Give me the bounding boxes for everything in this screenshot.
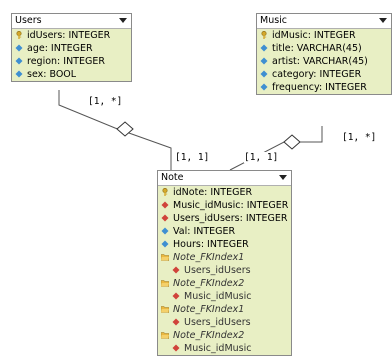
attribute-icon <box>260 83 268 91</box>
note-table[interactable]: Note idNote: INTEGER Music_idMusic: INTEG… <box>157 170 292 356</box>
foreign-key-icon <box>172 266 180 274</box>
field-row-text: Hours: INTEGER <box>173 239 249 250</box>
index-row-text: Note_FKIndex2 <box>173 278 245 289</box>
foreign-key-icon <box>161 214 169 222</box>
field-row[interactable]: idUsers: INTEGER <box>12 29 131 42</box>
users-table-header[interactable]: Users <box>12 14 131 29</box>
attribute-icon <box>260 57 268 65</box>
attribute-icon <box>161 240 169 248</box>
note-table-title: Note <box>161 172 184 183</box>
users-cardinality-label: [1, *] <box>88 96 123 107</box>
music-table-header[interactable]: Music <box>257 14 391 29</box>
music-table-title: Music <box>260 15 288 26</box>
index-column-row[interactable]: Music_idMusic <box>158 290 291 303</box>
field-row-text: category: INTEGER <box>272 69 362 80</box>
field-row-text: idMusic: INTEGER <box>272 30 356 41</box>
index-column-row[interactable]: Music_idMusic <box>158 342 291 355</box>
attribute-icon <box>161 227 169 235</box>
field-row-text: Users_idUsers: INTEGER (FK) <box>173 213 291 224</box>
foreign-key-icon <box>161 201 169 209</box>
foreign-key-icon <box>172 344 180 352</box>
index-row[interactable]: Note_FKIndex1 <box>158 303 291 316</box>
music-table[interactable]: Music idMusic: INTEGER title: VARCHAR(45)… <box>256 13 392 95</box>
field-row-text: title: VARCHAR(45) <box>272 43 362 54</box>
music-note-diamond <box>283 134 301 150</box>
field-row[interactable]: Val: INTEGER <box>158 225 291 238</box>
field-row-text: Music_idMusic: INTEGER (FK) <box>173 200 291 211</box>
index-folder-icon <box>161 332 169 339</box>
field-row[interactable]: artist: VARCHAR(45) <box>257 55 391 68</box>
users-table-title: Users <box>15 15 42 26</box>
index-column-row-text: Users_idUsers <box>184 265 251 276</box>
field-row[interactable]: category: INTEGER <box>257 68 391 81</box>
key-icon <box>261 31 267 39</box>
field-row[interactable]: region: INTEGER <box>12 55 131 68</box>
field-row-text: artist: VARCHAR(45) <box>272 56 368 67</box>
index-row-text: Note_FKIndex1 <box>173 304 245 315</box>
field-row-text: region: INTEGER <box>27 56 105 67</box>
collapse-arrow-icon[interactable] <box>279 175 287 180</box>
attribute-icon <box>260 44 268 52</box>
music-cardinality-label: [1, *] <box>342 132 377 143</box>
field-row-text: idNote: INTEGER <box>173 187 253 198</box>
field-row[interactable]: frequency: INTEGER <box>257 81 391 94</box>
foreign-key-icon <box>172 318 180 326</box>
collapse-arrow-icon[interactable] <box>119 18 127 23</box>
field-row[interactable]: Hours: INTEGER <box>158 238 291 251</box>
field-row[interactable]: idNote: INTEGER <box>158 186 291 199</box>
key-icon <box>16 31 22 39</box>
index-column-row-text: Users_idUsers <box>184 317 251 328</box>
field-row-text: Val: INTEGER <box>173 226 236 237</box>
note-table-header[interactable]: Note <box>158 171 291 186</box>
note-users-cardinality-label: [1, 1] <box>175 152 210 163</box>
music-fields: idMusic: INTEGER title: VARCHAR(45) artist… <box>257 29 391 94</box>
index-column-row[interactable]: Users_idUsers <box>158 264 291 277</box>
note-music-cardinality-label: [1, 1] <box>244 152 279 163</box>
field-row[interactable]: Users_idUsers: INTEGER (FK) <box>158 212 291 225</box>
foreign-key-icon <box>172 292 180 300</box>
index-column-row-text: Music_idMusic <box>184 343 252 354</box>
attribute-icon <box>15 57 23 65</box>
index-row[interactable]: Note_FKIndex1 <box>158 251 291 264</box>
attribute-icon <box>260 70 268 78</box>
users-note-connector <box>58 90 172 170</box>
index-folder-icon <box>161 306 169 313</box>
index-folder-icon <box>161 280 169 287</box>
index-column-row[interactable]: Users_idUsers <box>158 316 291 329</box>
attribute-icon <box>15 70 23 78</box>
users-table[interactable]: Users idUsers: INTEGER age: INTEGER region… <box>11 13 132 82</box>
index-column-row-text: Music_idMusic <box>184 291 252 302</box>
index-row-text: Note_FKIndex2 <box>173 330 245 341</box>
index-folder-icon <box>161 254 169 261</box>
key-icon <box>162 188 168 196</box>
index-row[interactable]: Note_FKIndex2 <box>158 329 291 342</box>
field-row-text: idUsers: INTEGER <box>27 30 111 41</box>
field-row-text: frequency: INTEGER <box>272 82 367 93</box>
attribute-icon <box>15 44 23 52</box>
index-row-text: Note_FKIndex1 <box>173 252 245 263</box>
field-row[interactable]: sex: BOOL <box>12 68 131 81</box>
field-row[interactable]: idMusic: INTEGER <box>257 29 391 42</box>
music-note-connector <box>229 126 323 171</box>
field-row-text: sex: BOOL <box>27 69 77 80</box>
field-row[interactable]: Music_idMusic: INTEGER (FK) <box>158 199 291 212</box>
field-row[interactable]: age: INTEGER <box>12 42 131 55</box>
users-note-diamond <box>116 121 134 137</box>
users-fields: idUsers: INTEGER age: INTEGER region: INTE… <box>12 29 131 81</box>
field-row[interactable]: title: VARCHAR(45) <box>257 42 391 55</box>
field-row-text: age: INTEGER <box>27 43 93 54</box>
note-fields: idNote: INTEGER Music_idMusic: INTEGER (F… <box>158 186 291 355</box>
collapse-arrow-icon[interactable] <box>379 18 387 23</box>
index-row[interactable]: Note_FKIndex2 <box>158 277 291 290</box>
